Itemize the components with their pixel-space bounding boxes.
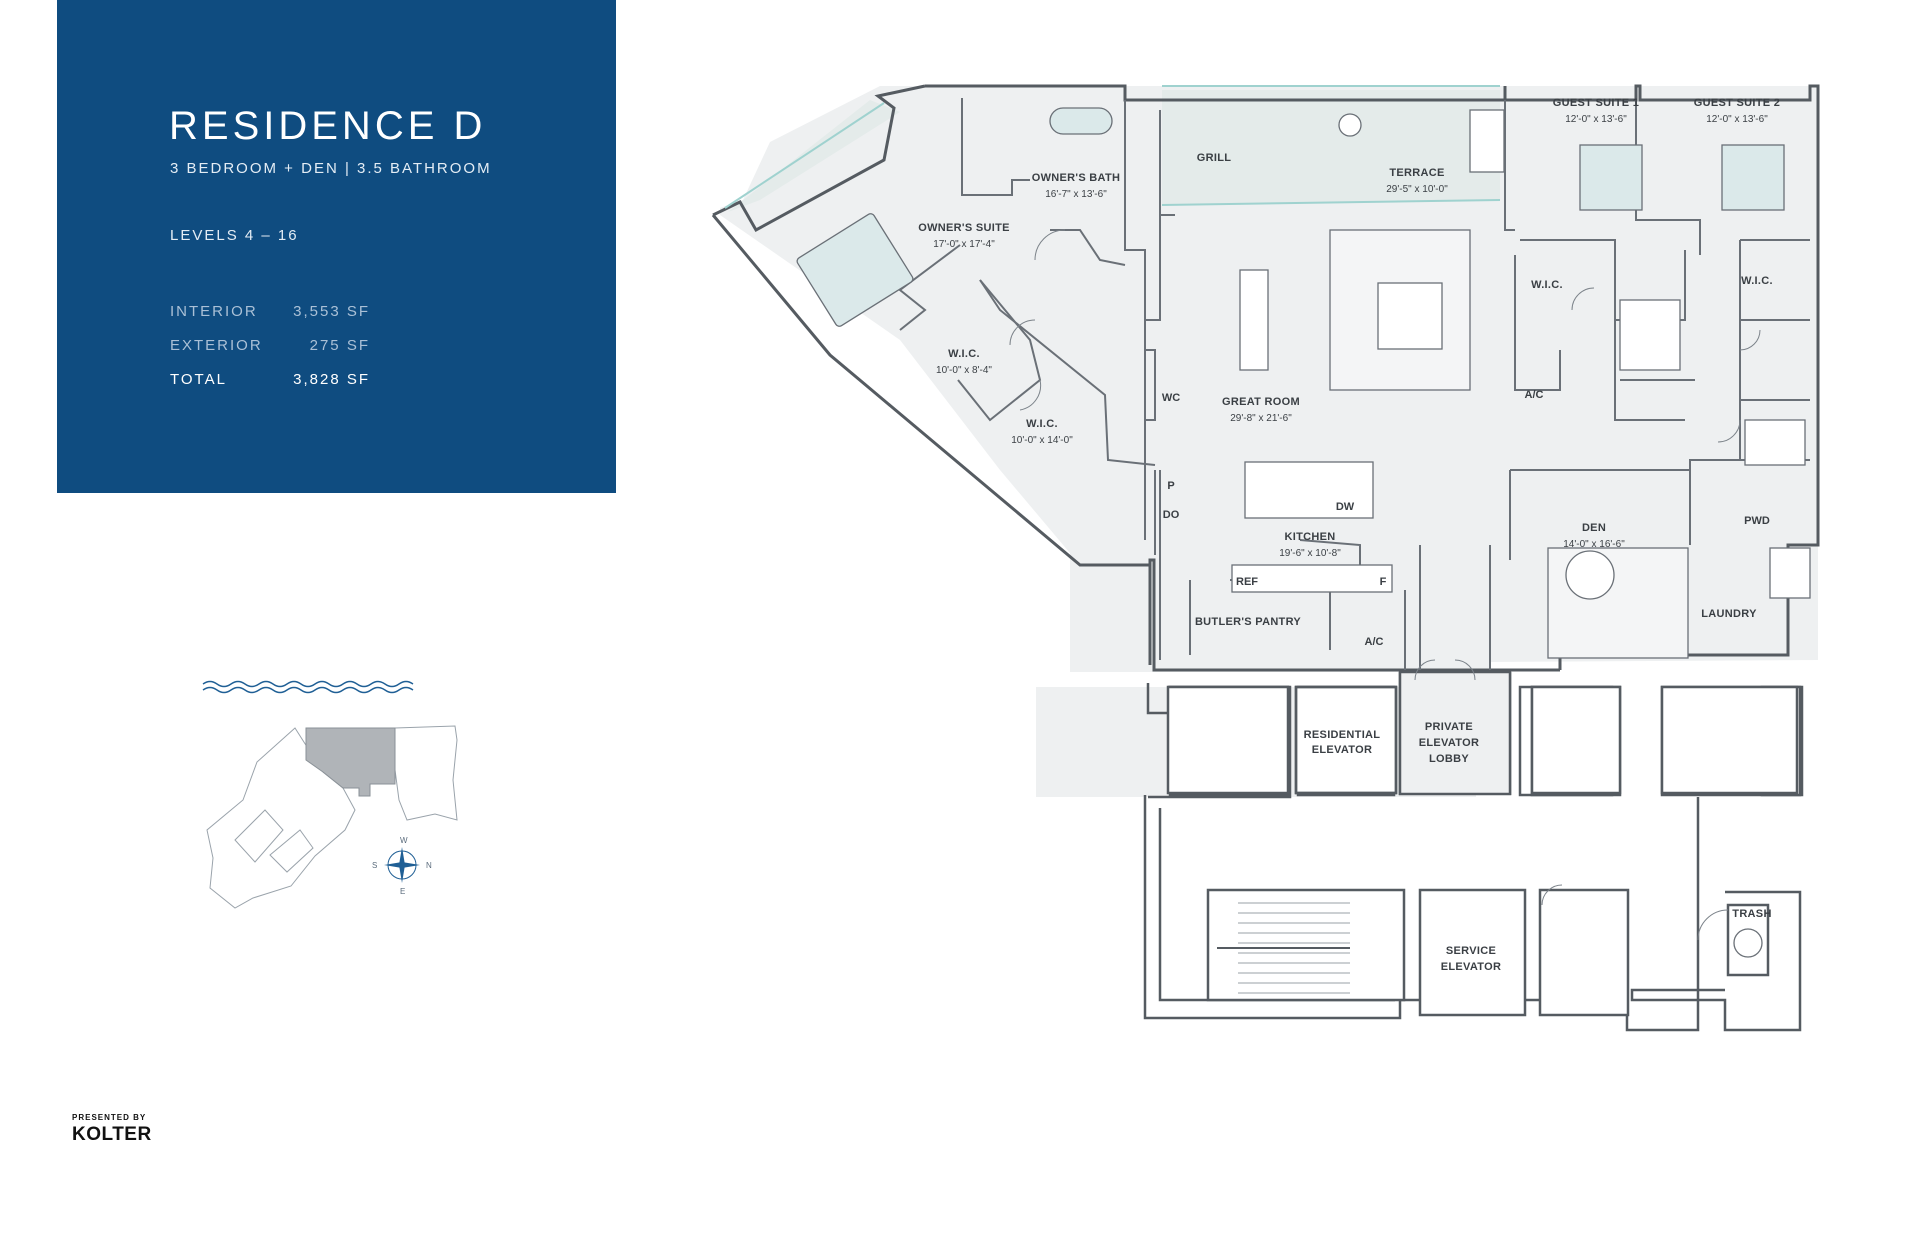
private-elevator-lobby-line3: LOBBY: [1429, 753, 1469, 765]
compass-w: W: [400, 836, 408, 845]
hall-right-1-area: [1530, 685, 1622, 795]
kitchen-dim: 19'-6" x 10'-8": [1279, 548, 1341, 559]
great-room-dim: 29'-8" x 21'-6": [1230, 413, 1292, 424]
residential-elevator-line1: RESIDENTIAL: [1304, 729, 1381, 741]
bathtub-icon: [1049, 107, 1113, 135]
owners-bath-dim: 16'-7" x 13'-6": [1045, 189, 1107, 200]
terrace-table: [1338, 113, 1362, 137]
stat-label: TOTAL: [170, 370, 227, 388]
stat-value: 3,553 SF: [293, 302, 370, 320]
exterior-walls: [711, 84, 1820, 672]
wic-2-name: W.I.C.: [1026, 418, 1058, 430]
den-dim: 14'-0" x 16'-6": [1563, 539, 1625, 550]
owners-bath-name: OWNER'S BATH: [1032, 172, 1121, 184]
developer-logo: KOLTER: [72, 1124, 152, 1145]
stat-value: 3,828 SF: [293, 370, 370, 388]
private-elevator-lobby-line2: ELEVATOR: [1419, 737, 1479, 749]
guest-suite-1-name: GUEST SUITE 1: [1553, 97, 1639, 109]
guest-bed-2: [1721, 144, 1785, 211]
laundry-machines: [1769, 547, 1811, 599]
terrace-sofa: [1469, 109, 1505, 173]
door-swings: [1009, 229, 1761, 941]
dw-name: DW: [1336, 501, 1355, 513]
wic-2-dim: 10'-0" x 14'-0": [1011, 435, 1073, 446]
stat-value: 275 SF: [309, 336, 370, 354]
butlers-pantry-name: BUTLER'S PANTRY: [1195, 616, 1301, 628]
building-footprint: [206, 725, 458, 909]
pwd-name: PWD: [1744, 515, 1770, 527]
den-table: [1565, 550, 1615, 600]
residential-elevator-area: [1294, 685, 1398, 795]
service-core: [1143, 795, 1802, 1032]
coffee-table: [1377, 282, 1443, 350]
ac-1-name: A/C: [1525, 389, 1544, 401]
residence-subtitle: 3 BEDROOM + DEN | 3.5 BATHROOM: [170, 160, 492, 177]
guest-suite-2-dim: 12'-0" x 13'-6": [1706, 114, 1768, 125]
dining-table: [1239, 269, 1269, 371]
water-wave-icon: [202, 680, 414, 688]
great-room-name: GREAT ROOM: [1222, 396, 1300, 408]
terrace-dim: 29'-5" x 10'-0": [1386, 184, 1448, 195]
service-elevator-line1: SERVICE: [1446, 945, 1496, 957]
private-elevator-lobby-line1: PRIVATE: [1425, 721, 1473, 733]
ref-name: REF: [1236, 576, 1258, 588]
residence-title: RESIDENCE D: [169, 104, 487, 148]
hall-right-2-area: [1660, 685, 1799, 795]
shower-guest-2: [1744, 419, 1806, 466]
owners-suite-dim: 17'-0" x 17'-4": [933, 239, 995, 250]
compass-e: E: [400, 887, 405, 896]
residential-elevator-car: [1294, 685, 1398, 795]
residence-info-panel: RESIDENCE D 3 BEDROOM + DEN | 3.5 BATHRO…: [57, 0, 616, 493]
kitchen-counter: [1231, 564, 1393, 593]
stat-label: INTERIOR: [170, 302, 258, 320]
residence-d-highlight: [305, 727, 396, 797]
interior-walls: [898, 98, 1810, 670]
kitchen-island: [1244, 461, 1374, 519]
laundry-name: LAUNDRY: [1701, 608, 1757, 620]
grill-name: GRILL: [1197, 152, 1232, 164]
trash-name: TRASH: [1732, 908, 1771, 920]
ac-2-name: A/C: [1365, 636, 1384, 648]
residence-levels: LEVELS 4 – 16: [170, 227, 299, 244]
stat-row-exterior: EXTERIOR 275 SF: [170, 328, 370, 362]
compass-s: S: [372, 861, 377, 870]
wc-name: WC: [1162, 392, 1180, 404]
guest-suite-2-name: GUEST SUITE 2: [1694, 97, 1780, 109]
wic-1-dim: 10'-0" x 8'-4": [936, 365, 992, 376]
wic-guest-1-name: W.I.C.: [1531, 279, 1563, 291]
den-name: DEN: [1582, 522, 1606, 534]
hall-left-area: [1166, 685, 1290, 795]
key-plan: W E S N: [202, 680, 458, 909]
service-elevator-line2: ELEVATOR: [1441, 961, 1501, 973]
shower-guest-1: [1619, 299, 1681, 371]
stat-label: EXTERIOR: [170, 336, 263, 354]
freezer-name: F: [1380, 576, 1387, 588]
pantry-p-name: P: [1167, 480, 1174, 492]
area-stats: INTERIOR 3,553 SF EXTERIOR 275 SF TOTAL …: [170, 294, 370, 396]
owners-suite-name: OWNER'S SUITE: [918, 222, 1009, 234]
kitchen-name: KITCHEN: [1285, 531, 1336, 543]
private-elevator-lobby-area: [1398, 670, 1512, 796]
residential-elevator-line2: ELEVATOR: [1312, 744, 1372, 756]
terrace-tint: [728, 90, 1500, 212]
stat-row-total: TOTAL 3,828 SF: [170, 362, 370, 396]
water-wave-icon: [202, 686, 414, 694]
guest-bed-1: [1579, 144, 1643, 211]
compass-icon: W E S N: [372, 836, 432, 896]
room-labels: OWNER'S BATH 16'-7" x 13'-6" OWNER'S SUI…: [918, 97, 1780, 973]
wic-guest-2-name: W.I.C.: [1741, 275, 1773, 287]
pantry-do-name: DO: [1163, 509, 1180, 521]
terrace-name: TERRACE: [1389, 167, 1444, 179]
stat-row-interior: INTERIOR 3,553 SF: [170, 294, 370, 328]
presented-by-label: PRESENTED BY: [72, 1113, 147, 1122]
glazing: [724, 85, 1501, 209]
compass-n: N: [426, 861, 432, 870]
trash-chute-icon: [1733, 928, 1763, 958]
furniture: [796, 107, 1811, 958]
guest-suite-1-dim: 12'-0" x 13'-6": [1565, 114, 1627, 125]
stair-treads: [1217, 902, 1350, 994]
wic-1-name: W.I.C.: [948, 348, 980, 360]
owners-bed: [796, 213, 914, 327]
